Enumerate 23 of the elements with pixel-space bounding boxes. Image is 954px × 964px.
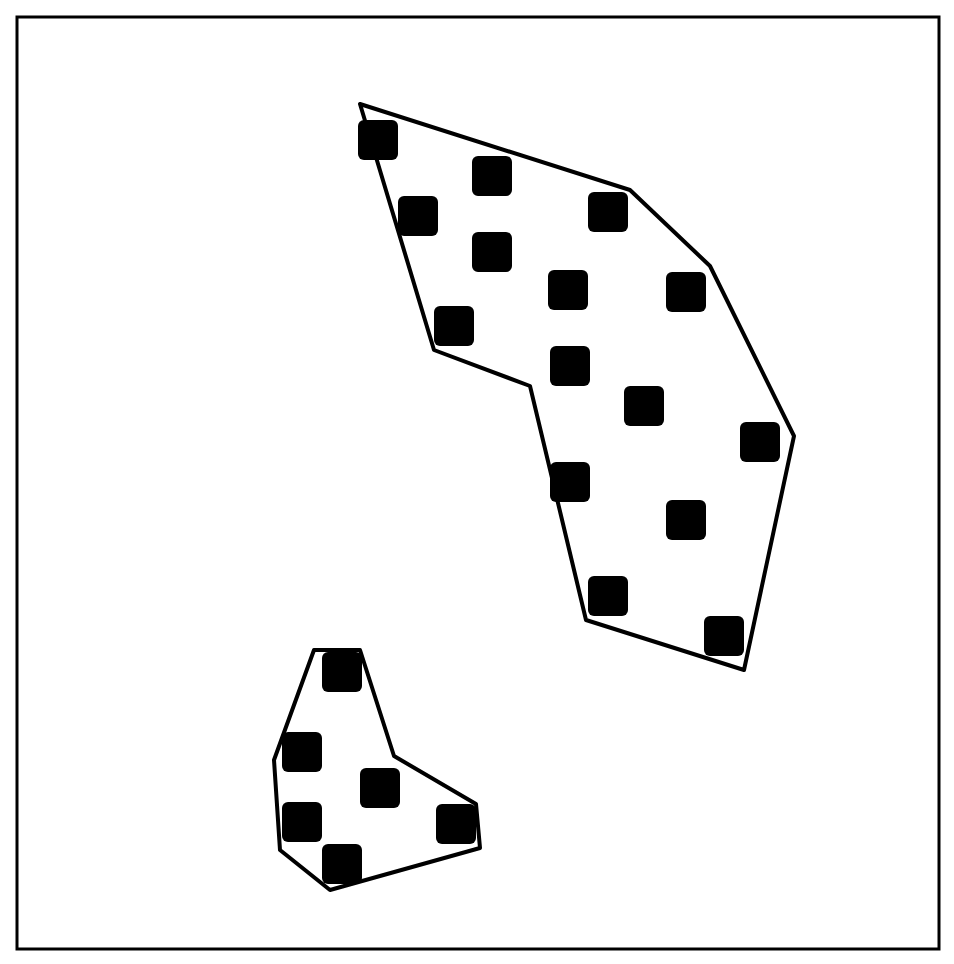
filled-square [360,768,400,808]
filled-square [624,386,664,426]
filled-square [472,232,512,272]
filled-square [434,306,474,346]
region-outline [360,104,794,670]
filled-square [322,652,362,692]
filled-square [282,732,322,772]
filled-square [550,462,590,502]
filled-square [740,422,780,462]
filled-square [588,192,628,232]
filled-square [666,500,706,540]
filled-square [588,576,628,616]
filled-square [322,844,362,884]
region-outline [274,650,480,890]
filled-square [548,270,588,310]
filled-square [666,272,706,312]
filled-square [282,802,322,842]
filled-square [472,156,512,196]
filled-square [704,616,744,656]
filled-square [398,196,438,236]
filled-square [436,804,476,844]
filled-square [550,346,590,386]
filled-square [358,120,398,160]
